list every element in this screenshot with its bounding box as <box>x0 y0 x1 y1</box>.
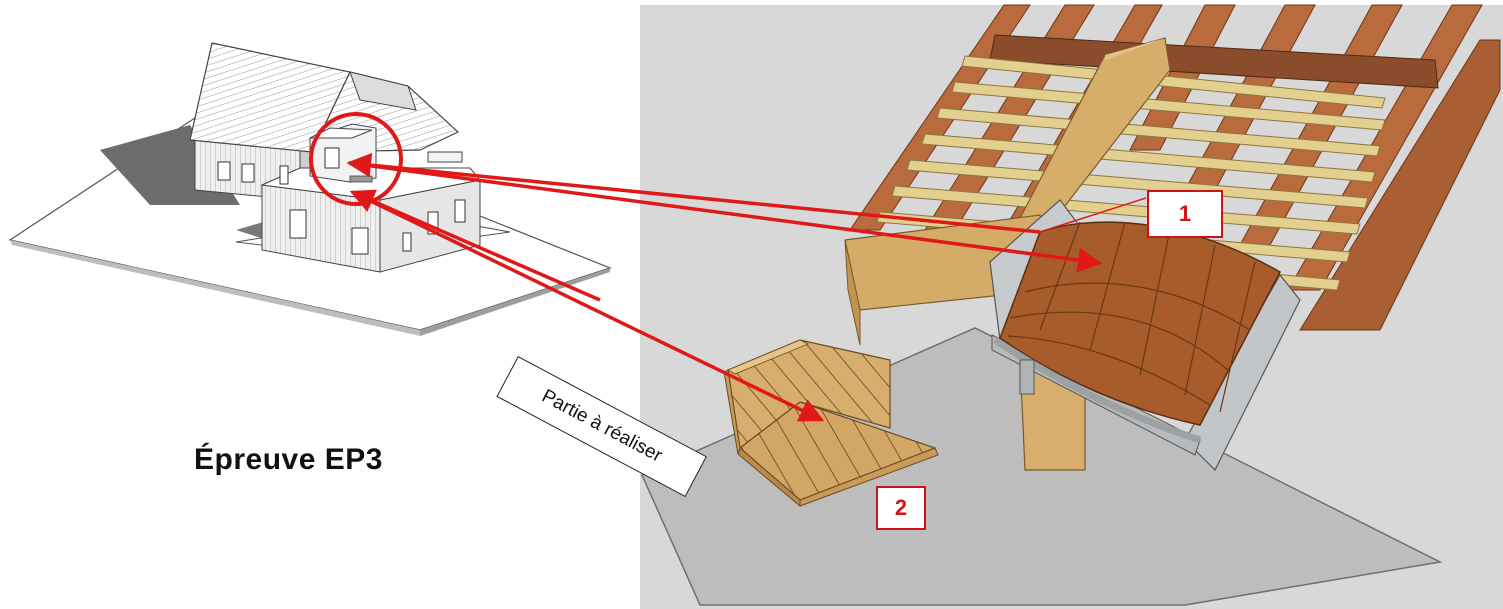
arrow-to-house-dormer <box>346 153 1041 234</box>
marker-2: 2 <box>876 486 926 530</box>
pointer-arrows <box>346 153 1147 422</box>
house-perspective-drawing <box>8 42 612 336</box>
marker-1-leader <box>1039 197 1147 233</box>
marker-1: 1 <box>1147 190 1223 238</box>
arrow-to-tiles <box>348 161 1103 273</box>
page-title: Épreuve EP3 <box>194 443 383 476</box>
arrow-formwork-to-house <box>349 189 601 302</box>
formwork-model <box>723 339 939 508</box>
arrow-to-formwork <box>351 190 825 422</box>
